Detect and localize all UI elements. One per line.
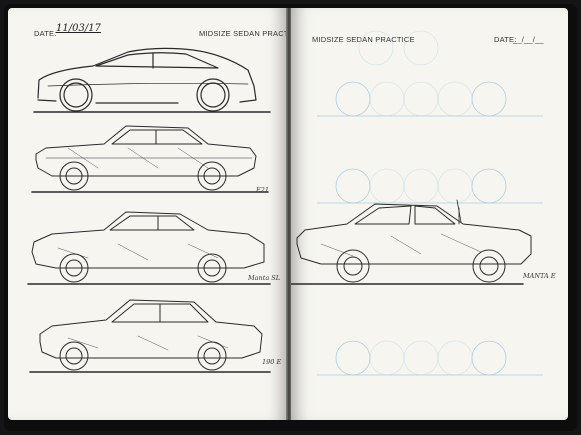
wheel-guide-set-4 xyxy=(317,340,543,376)
sedan-190e-sketch xyxy=(30,300,270,372)
left-page: DATE: 11/03/17 MIDSIZE SEDAN PRACTICE xyxy=(8,8,287,420)
annotation-manta-sl: Manta SL xyxy=(248,274,281,282)
annotation-manta-e: MANTA E xyxy=(523,272,556,280)
manta-coupe-sketch xyxy=(291,8,568,420)
e21-sketch xyxy=(32,126,268,192)
car-sketches-left xyxy=(8,8,287,420)
date-value: 11/03/17 xyxy=(56,23,101,34)
manta-sedan-sketch xyxy=(28,212,270,284)
page-title-right: MIDSIZE SEDAN PRACTICE xyxy=(312,35,415,44)
date-label: DATE: xyxy=(34,29,57,38)
annotation-e21: E21 xyxy=(256,186,270,194)
modern-sedan-sketch xyxy=(34,48,270,112)
wheel-guide-set-1 xyxy=(317,31,543,117)
guide-template-right xyxy=(291,8,568,376)
annotation-190e: 190 E xyxy=(262,358,282,366)
page-title: MIDSIZE SEDAN PRACTICE xyxy=(199,29,287,38)
book-gutter xyxy=(286,8,292,420)
right-page: MIDSIZE SEDAN PRACTICE DATE: __/__/__ xyxy=(291,8,568,420)
date-label-right: DATE: xyxy=(494,35,517,44)
date-value-right: __/__/__ xyxy=(513,35,544,44)
wheel-guide-set-2 xyxy=(317,168,543,204)
